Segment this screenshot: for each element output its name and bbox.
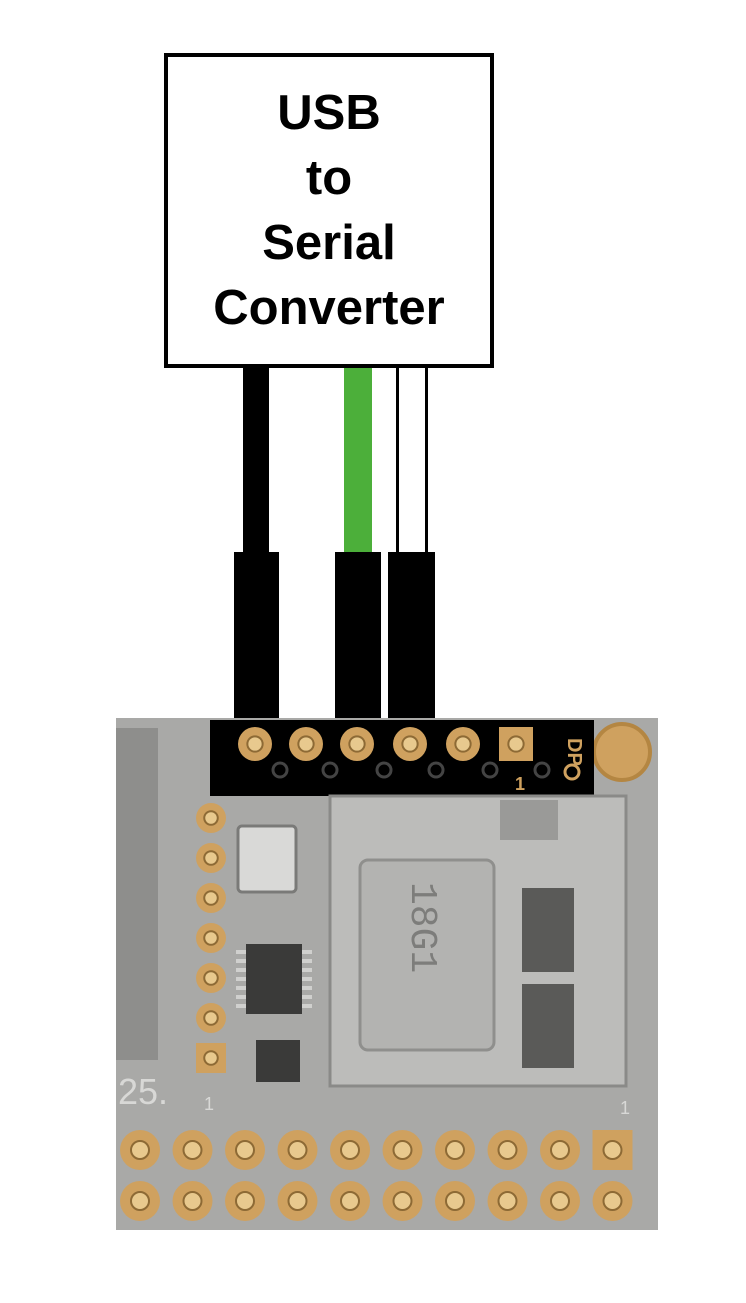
- ic-pin-left-4: [236, 977, 246, 981]
- header-label: DP: [563, 738, 585, 766]
- ic-pin-left-3: [236, 968, 246, 972]
- sd-socket-top-tab: [500, 800, 558, 840]
- pcb-board: DP 1 18G1 25. 1 1: [116, 718, 658, 1230]
- header-vias: [271, 761, 551, 779]
- header-label-circle: [563, 763, 581, 781]
- header-pads: [238, 727, 533, 761]
- bottom-pad-r2-c9-hole: [550, 1191, 570, 1211]
- left-pad-3-hole: [203, 890, 219, 906]
- left-pad-2-hole: [203, 850, 219, 866]
- header-pad-2-hole: [297, 735, 315, 753]
- ic-chip: [246, 944, 302, 1014]
- header-via-5: [481, 761, 499, 779]
- ic-pin-right-4: [302, 977, 312, 981]
- ic-pin-left-2: [236, 959, 246, 963]
- corner-pad: [592, 722, 652, 782]
- connector-housing-2: [335, 552, 381, 724]
- bottom-pad-r2-c5-hole: [340, 1191, 360, 1211]
- thin-wire-right: [425, 366, 428, 556]
- bottom-pad-r1-c5-hole: [340, 1140, 360, 1160]
- corner-number: 25.: [118, 1071, 168, 1112]
- ic-pins: [236, 950, 312, 1008]
- connector-housing-3: [388, 552, 435, 724]
- bottom-pad-r2-c4-hole: [287, 1191, 308, 1211]
- pcb-left-shade: [116, 728, 158, 1060]
- left-column-pads: [196, 803, 226, 1073]
- header-pad-3-hole: [348, 735, 366, 753]
- thin-wire-left: [396, 366, 399, 556]
- header-pad-5-hole: [454, 735, 472, 753]
- ic-pin-left-5: [236, 986, 246, 990]
- sd-marking: 18G1: [400, 882, 443, 973]
- converter-label-line-3: Serial: [262, 215, 396, 270]
- sd-socket-inner: [358, 858, 496, 1052]
- ic-pin-right-6: [302, 995, 312, 999]
- bottom-pad-r1-c2-hole: [182, 1140, 203, 1160]
- sd-contact-block-1: [522, 888, 574, 972]
- bottom-pad-r2-c1-hole: [130, 1191, 150, 1211]
- bottom-pad-r2-c8-hole: [497, 1191, 518, 1211]
- bottom-pad-r1-c10-hole: [602, 1140, 623, 1160]
- converter-label-line-4: Converter: [213, 280, 445, 335]
- bottom-pad-r2-c6-hole: [392, 1191, 413, 1211]
- bottom-pad-r1-c7-hole: [445, 1140, 465, 1160]
- left-pad-7-hole: [203, 1050, 219, 1066]
- header-via-3: [375, 761, 393, 779]
- converter-label-line-1: USB: [277, 85, 381, 140]
- header-via-6: [533, 761, 551, 779]
- bottom-pad-r1-c9-hole: [550, 1140, 570, 1160]
- sd-card-socket: 18G1: [328, 794, 628, 1088]
- ic-pin-right-2: [302, 959, 312, 963]
- left-pad-5-hole: [203, 970, 219, 986]
- usb-serial-converter-box: USB to Serial Converter: [164, 53, 494, 368]
- left-pad-4-hole: [203, 930, 219, 946]
- left-pad-6-hole: [203, 1010, 219, 1026]
- connector-housing-1: [234, 552, 279, 724]
- oscillator-chip: [236, 824, 298, 894]
- bottom-pad-r2-c2-hole: [182, 1191, 203, 1211]
- ic-pin-right-7: [302, 1004, 312, 1008]
- bottom-pad-r1-c4-hole: [287, 1140, 308, 1160]
- ic-pin-left-6: [236, 995, 246, 999]
- bottom-pad-r1-c8-hole: [497, 1140, 518, 1160]
- header-pad-6-hole: [507, 735, 525, 753]
- bottom-pad-r2-c10-hole: [602, 1191, 623, 1211]
- left-pin-one-mark: 1: [204, 1094, 214, 1114]
- ic-pin-left-1: [236, 950, 246, 954]
- header-via-1: [271, 761, 289, 779]
- transistor: [256, 1040, 300, 1082]
- bottom-pad-r1-c1-hole: [130, 1140, 150, 1160]
- connectors: [234, 552, 435, 724]
- green-wire: [344, 366, 372, 556]
- bottom-pad-rows: [120, 1130, 633, 1221]
- sd-contact-block-2: [522, 984, 574, 1068]
- header-pad-4-hole: [401, 735, 419, 753]
- bottom-pad-r1-c6-hole: [392, 1140, 413, 1160]
- converter-label-line-2: to: [305, 150, 353, 205]
- ic-pin-right-1: [302, 950, 312, 954]
- bottom-pad-r2-c3-hole: [235, 1191, 255, 1211]
- ic-pin-right-3: [302, 968, 312, 972]
- header-pin-one-mark: 1: [515, 774, 525, 794]
- black-wire: [243, 366, 269, 556]
- ic-pin-right-5: [302, 986, 312, 990]
- bottom-pad-r1-c3-hole: [235, 1140, 255, 1160]
- header-via-2: [321, 761, 339, 779]
- bottom-pin-one-mark: 1: [620, 1098, 630, 1118]
- ic-pin-left-7: [236, 1004, 246, 1008]
- left-pad-1-hole: [203, 810, 219, 826]
- header-pad-1-hole: [246, 735, 264, 753]
- wires: [243, 366, 428, 556]
- header-via-4: [427, 761, 445, 779]
- bottom-pad-r2-c7-hole: [445, 1191, 465, 1211]
